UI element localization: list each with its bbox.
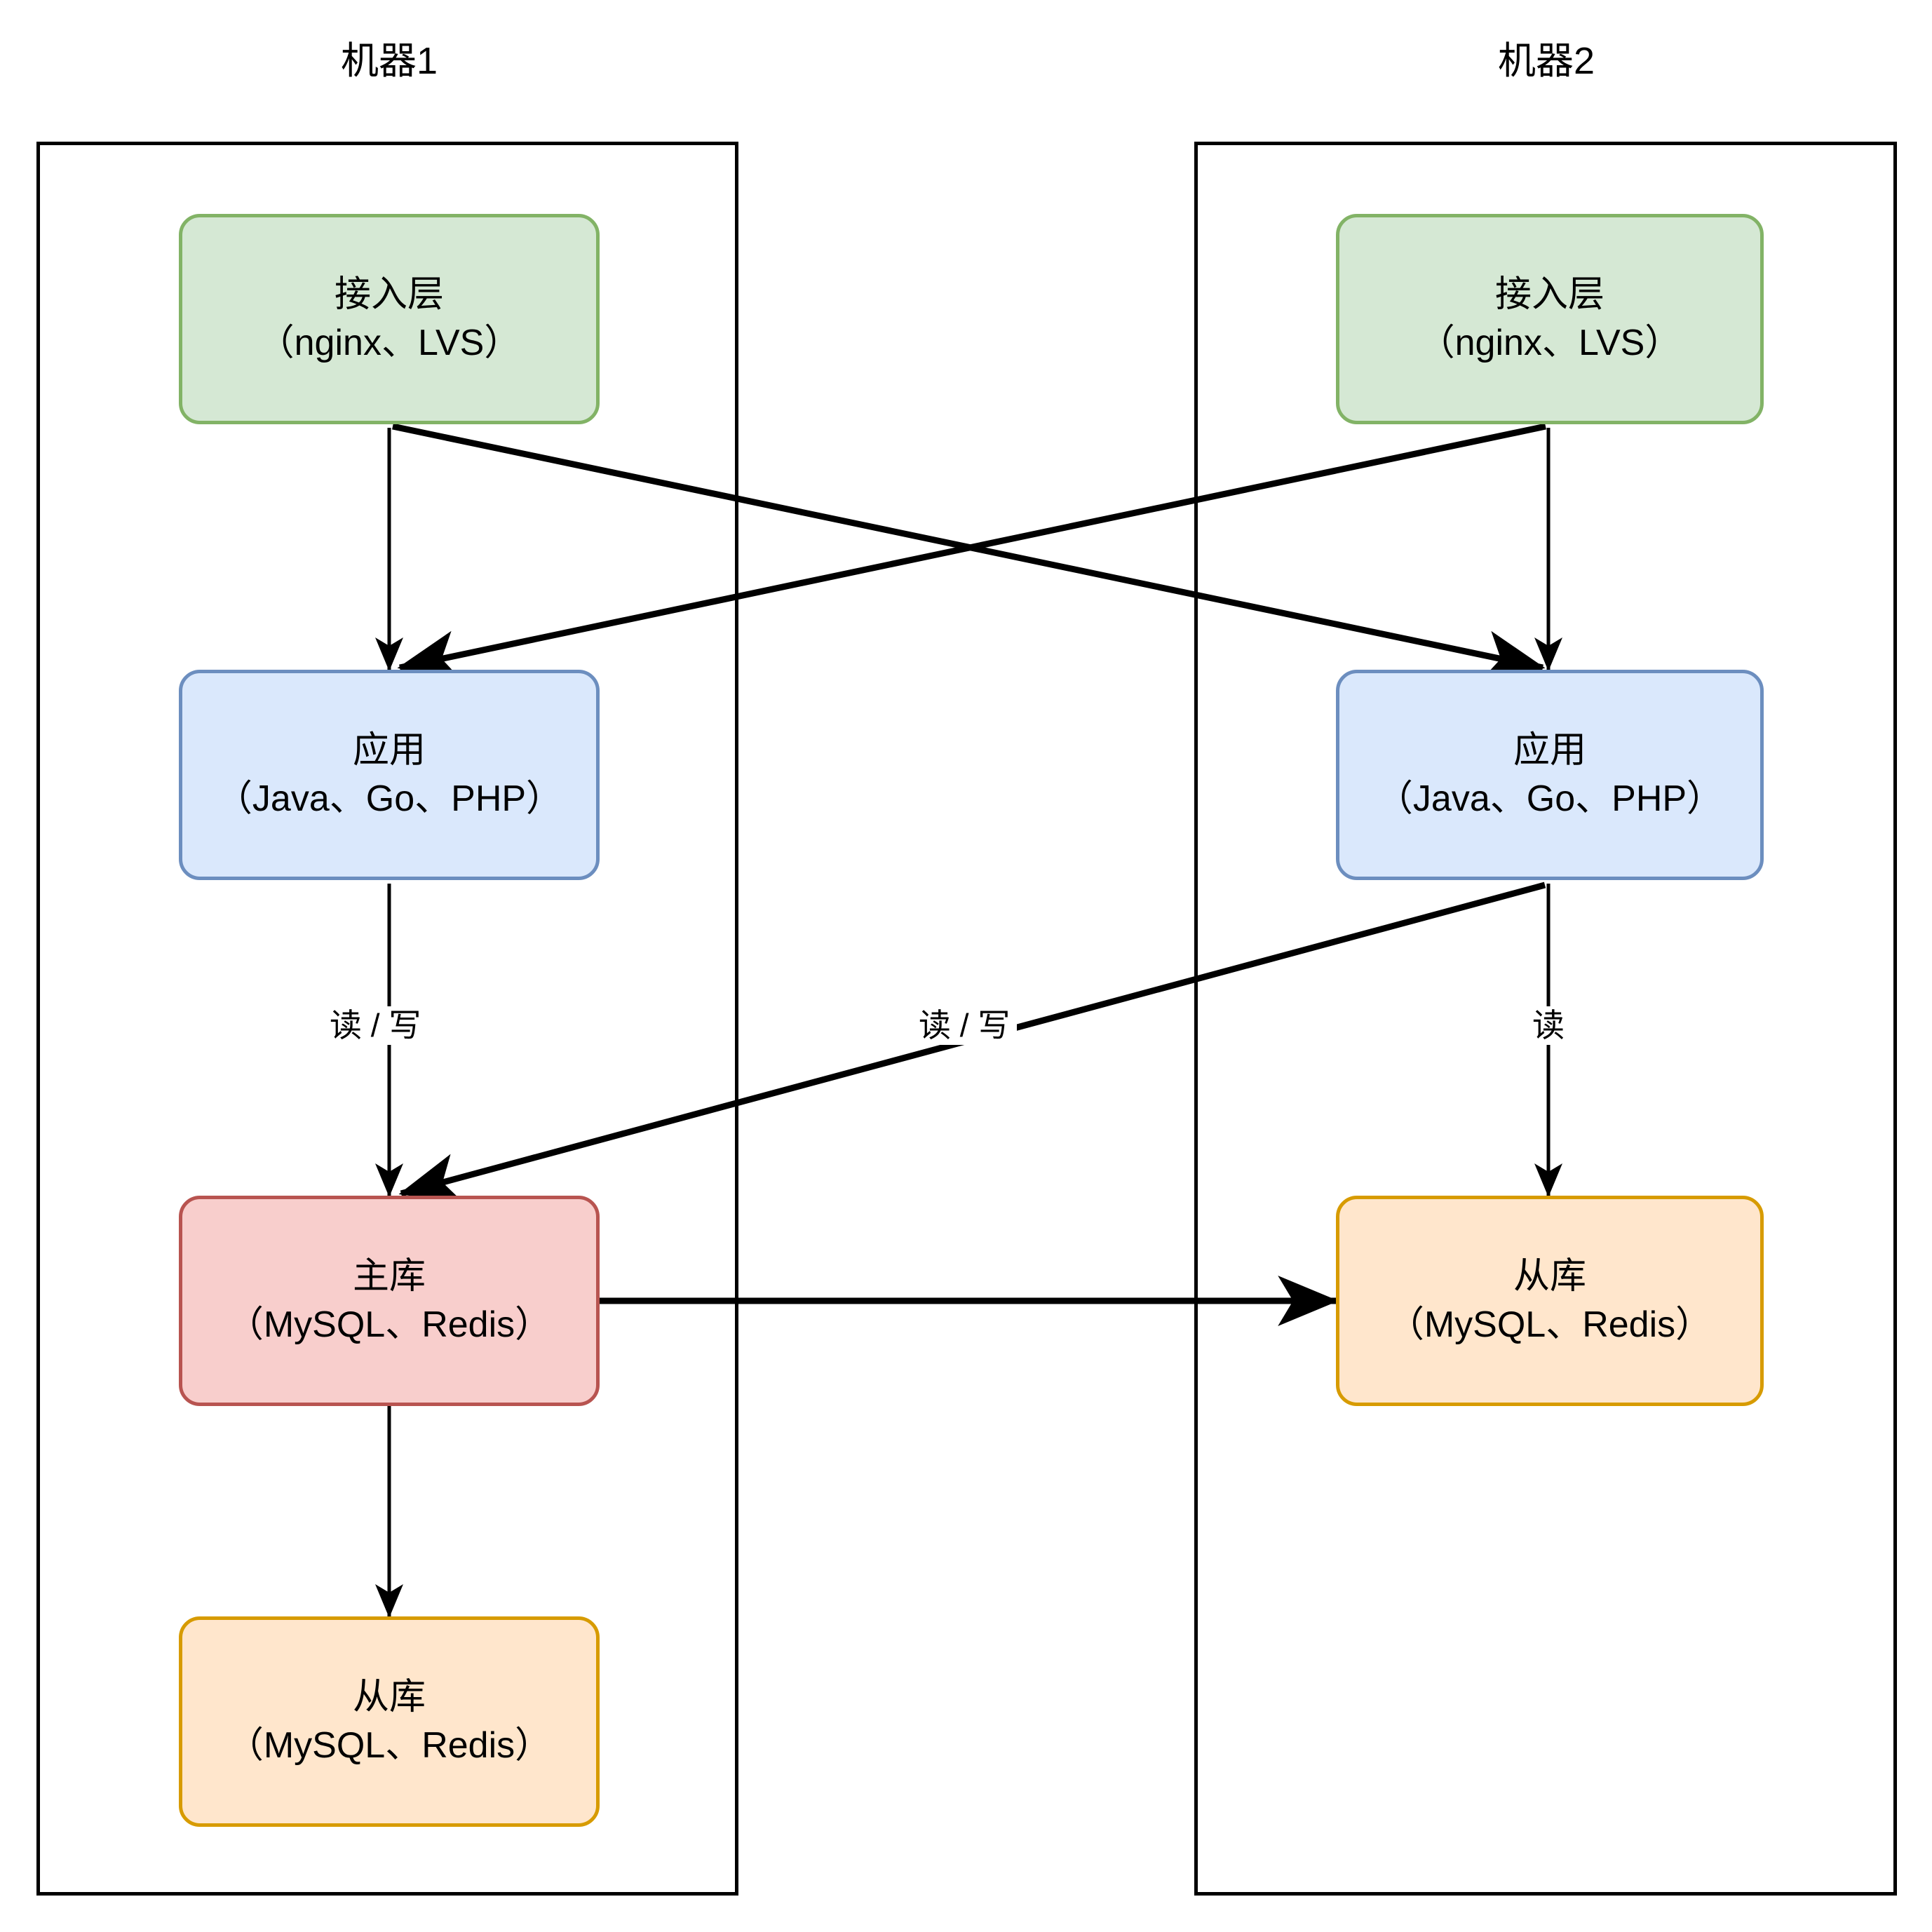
node-master-db-machine1[interactable]: 主库 （MySQL、Redis） [179,1196,600,1406]
node-subtitle: （MySQL、Redis） [227,1304,552,1345]
node-subtitle: （nginx、LVS） [1418,323,1682,363]
node-title: 从库 [1513,1256,1586,1297]
node-title: 接入层 [334,274,444,316]
machine1-title: 机器1 [340,40,438,82]
node-title: 接入层 [1494,274,1605,316]
node-application-machine1[interactable]: 应用 （Java、Go、PHP） [179,670,600,880]
node-subtitle: （MySQL、Redis） [227,1725,552,1766]
node-slave-db-machine2[interactable]: 从库 （MySQL、Redis） [1336,1196,1764,1406]
node-subtitle: （Java、Go、PHP） [215,778,563,819]
node-subtitle: （nginx、LVS） [257,323,521,363]
edge-label-app1-to-master1: 读 / 写 [323,1006,428,1045]
node-title: 应用 [1513,730,1586,771]
node-title: 从库 [352,1677,426,1718]
node-title: 应用 [352,730,426,771]
edge-label-app2-to-master1: 读 / 写 [912,1006,1018,1045]
node-subtitle: （Java、Go、PHP） [1376,778,1724,819]
node-access-layer-machine1[interactable]: 接入层 （nginx、LVS） [179,214,600,424]
node-access-layer-machine2[interactable]: 接入层 （nginx、LVS） [1336,214,1764,424]
node-title: 主库 [352,1256,426,1297]
machine2-title: 机器2 [1497,40,1595,82]
edge-label-app2-to-slave2: 读 [1525,1006,1572,1045]
node-slave-db-machine1[interactable]: 从库 （MySQL、Redis） [179,1616,600,1827]
node-application-machine2[interactable]: 应用 （Java、Go、PHP） [1336,670,1764,880]
node-subtitle: （MySQL、Redis） [1387,1304,1713,1345]
